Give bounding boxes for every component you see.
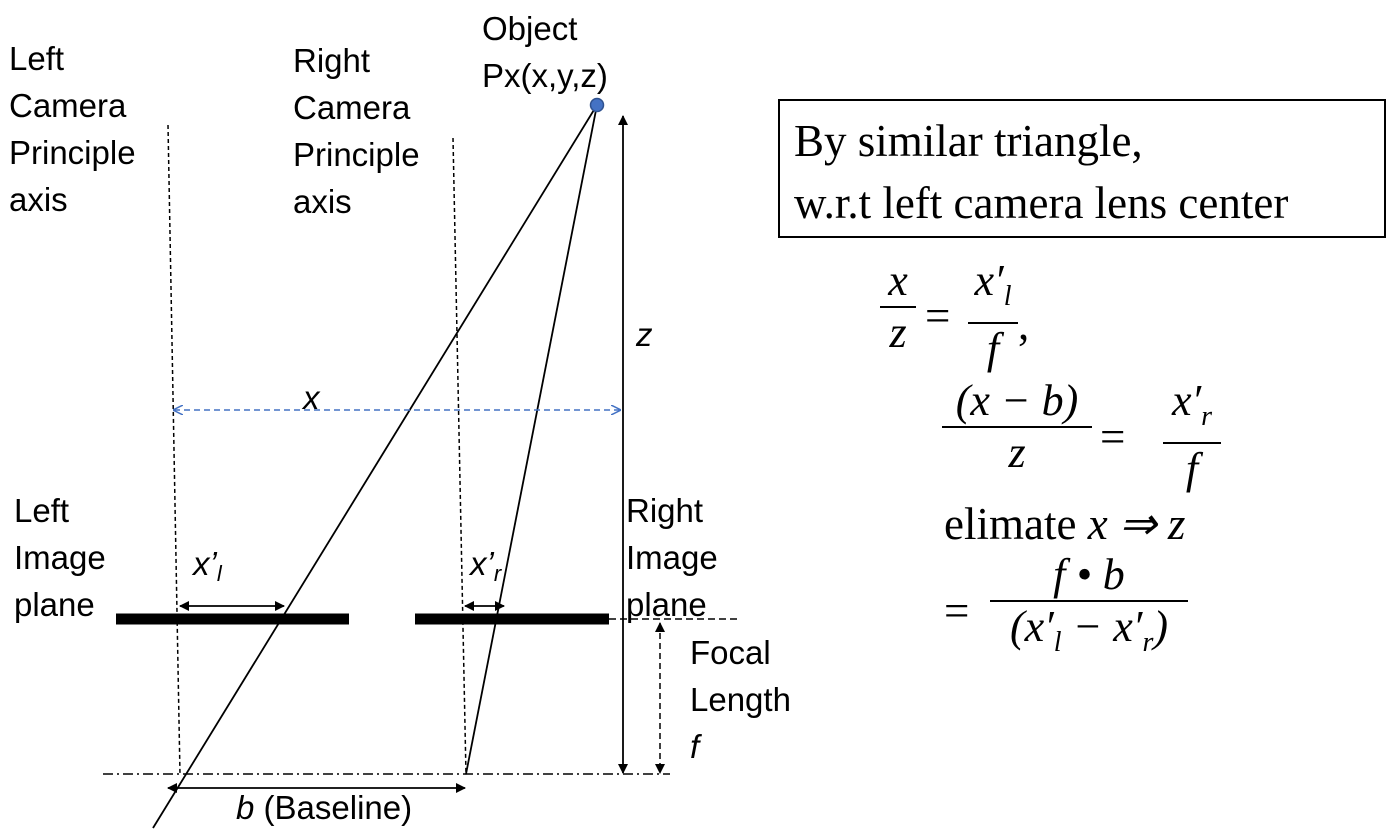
eq2-lhs-den: z — [1008, 428, 1026, 477]
left-principal-axis-line — [167, 124, 181, 776]
eq4-equals: = — [944, 586, 970, 636]
eq2-rhs-fraction: x′r f — [1163, 378, 1221, 492]
eq1-rhs-num: x′l — [974, 256, 1012, 312]
eq2-rhs-num: x′r — [1171, 376, 1213, 432]
eq3-line: elimate x ⇒ z — [944, 497, 1185, 550]
eq4-den: (x′l − x′r) — [1009, 602, 1168, 658]
eq1-lhs-den: z — [889, 308, 907, 357]
eq2-rhs-num-sub: r — [1201, 400, 1213, 432]
focal-length-label: Focal Length — [690, 634, 791, 718]
eq1-lhs-bar — [880, 306, 916, 308]
eq2-equals: = — [1100, 412, 1126, 462]
object-label: Object Px(x,y,z) — [482, 10, 608, 94]
eq2-lhs-bar — [942, 426, 1092, 428]
xl-label: x’l — [193, 545, 222, 586]
eq4-fraction: f • b (x′l − x′r) — [990, 552, 1188, 666]
x-label: x — [303, 379, 320, 416]
eq3-text: elimate — [944, 499, 1088, 549]
eq1-rhs-fraction: x′l f — [968, 258, 1018, 372]
eq1-comma: , — [1018, 299, 1030, 349]
right-ray-line — [465, 104, 598, 775]
z-label: z — [636, 316, 653, 353]
eq2-lhs-fraction: (x − b) z — [942, 378, 1092, 476]
right-axis-label: Right Camera Principle axis — [293, 42, 420, 220]
eq1-rhs-bar — [968, 321, 1018, 324]
eq1-lhs-num: x — [888, 256, 908, 305]
eq4-bar — [990, 600, 1188, 602]
right-image-plane-label: Right Image plane — [626, 492, 718, 623]
left-axis-label: Left Camera Principle axis — [9, 40, 136, 218]
explanation-box — [778, 99, 1386, 238]
xr-subscript: r — [493, 561, 502, 586]
eq4-num: f • b — [1053, 550, 1125, 599]
object-point — [589, 97, 605, 113]
eq3-math: x ⇒ z — [1087, 499, 1186, 549]
eq1-rhs-num-sub: l — [1003, 280, 1012, 312]
eq2-lhs-num: (x − b) — [955, 376, 1079, 425]
baseline-text: (Baseline) — [254, 789, 413, 826]
eq1-lhs-fraction: x z — [880, 258, 916, 356]
xr-label: x’r — [470, 545, 502, 586]
eq2-rhs-bar — [1163, 441, 1221, 444]
f-label: f — [690, 728, 700, 765]
left-ray-line — [152, 104, 598, 829]
eq2-rhs-den: f — [1185, 443, 1199, 493]
right-principal-axis-line — [452, 137, 467, 776]
left-image-plane-label: Left Image plane — [14, 492, 106, 623]
baseline-label: b (Baseline) — [236, 784, 412, 831]
baseline-b: b — [236, 789, 255, 826]
eq1-rhs-den: f — [986, 323, 1000, 373]
eq1-equals: = — [925, 291, 951, 341]
xl-subscript: l — [216, 561, 222, 586]
explanation-text: By similar triangle, w.r.t left camera l… — [794, 116, 1289, 228]
